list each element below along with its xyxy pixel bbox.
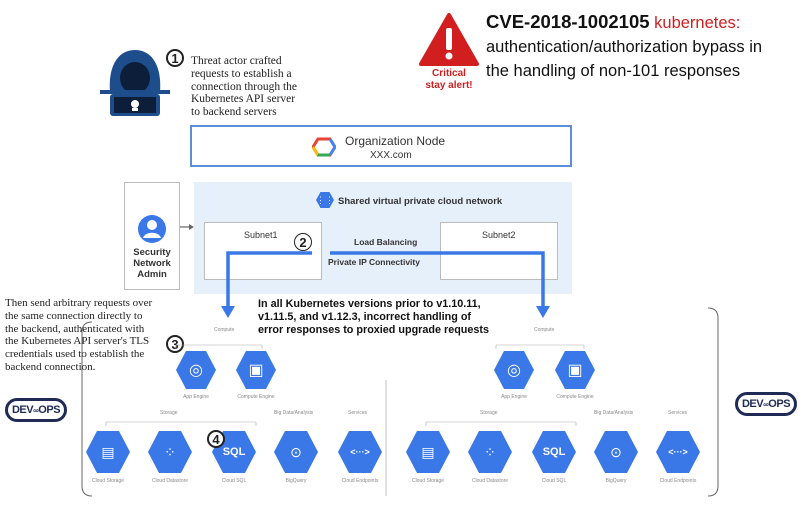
left-cloud-datastore-label: Cloud Datastore <box>151 478 189 484</box>
vulnerability-note: In all Kubernetes versions prior to v1.1… <box>258 298 489 336</box>
left-app-engine-label: App Engine <box>183 394 209 400</box>
vpc-title: Shared virtual private cloud network <box>338 196 503 207</box>
right-services-label: Services <box>668 410 688 416</box>
left-cloud-sql-label: Cloud SQL <box>221 478 247 484</box>
organization-node <box>190 125 572 167</box>
threat-actor-icon <box>100 50 170 116</box>
cve-headline: CVE-2018-1002105 kubernetes: authenticat… <box>486 10 798 83</box>
left-cloud-endpoints-label: Cloud Endpoints <box>341 478 379 484</box>
right-cloud-endpoints-label: Cloud Endpoints <box>659 478 697 484</box>
left-services-label: Services <box>348 410 368 416</box>
right-cloud-datastore-label: Cloud Datastore <box>471 478 509 484</box>
right-cloud-sql-label: Cloud SQL <box>541 478 567 484</box>
step-2-badge: 2 <box>294 233 312 251</box>
left-cloud-storage-label: Cloud Storage <box>92 478 124 484</box>
organization-node-title: Organization Node <box>345 134 446 148</box>
left-bigquery-icon: ⊙ <box>274 431 318 473</box>
left-storage-label: Storage <box>160 410 178 416</box>
warning-icon <box>419 13 479 66</box>
devops-badge-right: DEV∞OPS <box>735 392 797 416</box>
admin-arrow <box>180 224 194 230</box>
organization-domain: XXX.com <box>370 150 412 161</box>
cve-description-2: the handling of non-101 responses <box>486 62 741 80</box>
gcp-logo-icon <box>312 137 336 157</box>
right-cloud-datastore-icon: ⁘ <box>468 431 512 473</box>
critical-alert-text: Critical stay alert! <box>425 68 473 91</box>
right-compute-label: Compute <box>534 327 555 333</box>
left-compute-label: Compute <box>214 327 235 333</box>
cve-product: kubernetes: <box>654 14 741 32</box>
left-app-engine-icon: ◎ <box>176 351 216 389</box>
step-4-badge: 4 <box>207 430 225 448</box>
right-app-engine-label: App Engine <box>501 394 527 400</box>
right-cloud-storage-label: Cloud Storage <box>412 478 444 484</box>
admin-label: Security Network Admin <box>133 247 171 280</box>
cve-description-1: authentication/authorization bypass in <box>486 38 763 56</box>
load-balancing-label: Load Balancing <box>354 237 418 247</box>
subnet2-label: Subnet2 <box>482 230 516 240</box>
right-bigdata-label: Big Data/Analysis <box>594 410 634 416</box>
cve-id: CVE-2018-1002105 <box>486 11 650 32</box>
left-cloud-storage-icon: ▤ <box>86 431 130 473</box>
devops-badge-left: DEV∞OPS <box>5 398 67 422</box>
subnet1-box <box>204 222 322 280</box>
right-compute-engine-icon: ▣ <box>555 351 595 389</box>
left-bigquery-label: BigQuery <box>285 478 307 484</box>
step-3-badge: 3 <box>166 335 184 353</box>
step-1-badge: 1 <box>166 49 184 67</box>
left-bigdata-label: Big Data/Analysis <box>274 410 314 416</box>
right-compute-engine-label: Compute Engine <box>556 394 594 400</box>
subnet1-label: Subnet1 <box>244 230 278 240</box>
right-storage-label: Storage <box>480 410 498 416</box>
step-3-text: Then send arbitrary requests over the sa… <box>5 297 153 373</box>
subnet2-box <box>440 222 558 280</box>
step-1-text: Threat actor crafted requests to establi… <box>191 55 298 119</box>
left-compute-engine-label: Compute Engine <box>237 394 275 400</box>
right-cloud-storage-icon: ▤ <box>406 431 450 473</box>
admin-user-icon <box>138 215 166 243</box>
right-bigquery-label: BigQuery <box>605 478 627 484</box>
left-cloud-endpoints-icon: <···> <box>338 431 382 473</box>
private-ip-label: Private IP Connectivity <box>328 257 420 267</box>
vpc-icon: ⋮⋮ <box>316 192 334 208</box>
